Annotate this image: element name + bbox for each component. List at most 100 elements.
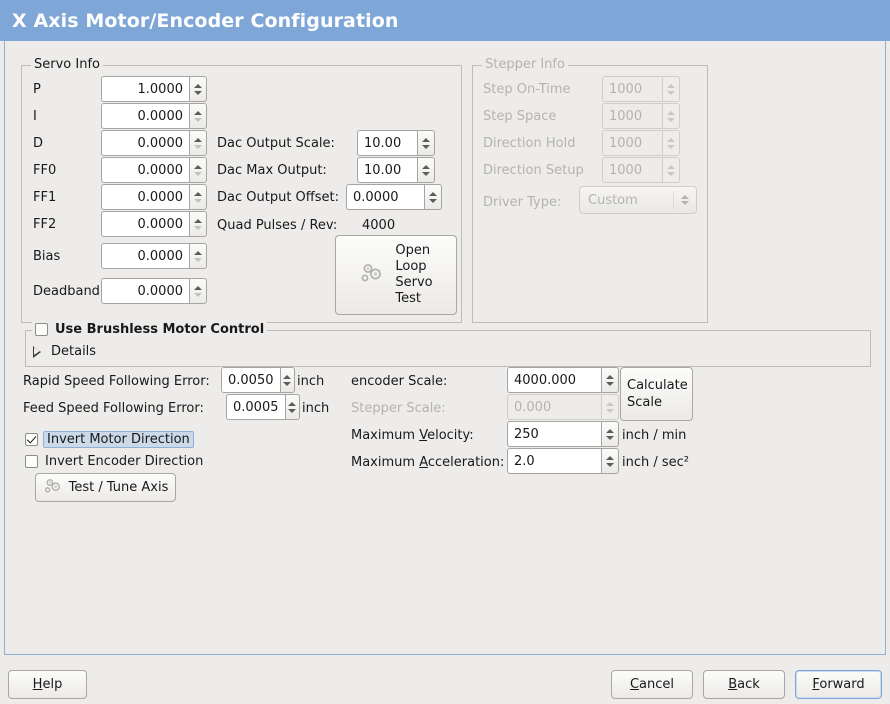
maximum-velocity-spin[interactable]: 250 [507,421,619,447]
back-button[interactable]: Back [703,670,785,699]
spin-buttons-deadband[interactable] [189,278,207,304]
checkbox-box-invert-motor[interactable] [25,433,38,446]
direction-setup-label: Direction Setup [483,163,584,178]
servo-spin-ff2[interactable]: 0.0000 [101,211,207,237]
invert-encoder-direction-checkbox[interactable]: Invert Encoder Direction [25,454,203,469]
spin-buttons-dac-offset[interactable] [424,184,442,210]
spin-buttons-feed-error[interactable] [284,394,300,420]
servo-value-ff0[interactable]: 0.0000 [101,157,189,183]
rapid-speed-following-error-value[interactable]: 0.0050 [221,367,280,393]
dac-output-offset-spin[interactable]: 0.0000 [346,184,442,210]
servo-label-ff2: FF2 [33,217,57,232]
servo-value-deadband[interactable]: 0.0000 [101,278,189,304]
direction-setup-spin: 1000 [602,157,680,183]
servo-value-p[interactable]: 1.0000 [101,76,189,102]
spin-buttons-bias[interactable] [189,243,207,269]
dac-output-scale-spin[interactable]: 10.00 [357,130,435,156]
open-loop-servo-test-label: Open Loop Servo Test [395,243,432,307]
dac-max-output-value[interactable]: 10.00 [357,157,417,183]
cancel-button[interactable]: Cancel [611,670,693,699]
stepper-info-group: Stepper Info [472,58,708,323]
open-loop-servo-test-button[interactable]: Open Loop Servo Test [335,235,457,315]
servo-spin-i[interactable]: 0.0000 [101,103,207,129]
servo-value-bias[interactable]: 0.0000 [101,243,189,269]
spin-buttons-d[interactable] [189,130,207,156]
maximum-velocity-label: Maximum Velocity: [351,428,474,443]
cancel-button-label: Cancel [629,677,675,692]
servo-value-i[interactable]: 0.0000 [101,103,189,129]
feed-error-unit: inch [302,401,330,416]
spin-buttons-dac-max[interactable] [417,157,435,183]
servo-spin-deadband[interactable]: 0.0000 [101,278,207,304]
servo-spin-d[interactable]: 0.0000 [101,130,207,156]
forward-button[interactable]: Forward [795,670,882,699]
use-brushless-motor-control-label: Use Brushless Motor Control [55,322,265,337]
step-on-time-spin: 1000 [602,76,680,102]
servo-value-ff1[interactable]: 0.0000 [101,184,189,210]
servo-spin-ff0[interactable]: 0.0000 [101,157,207,183]
test-tune-axis-button[interactable]: Test / Tune Axis [35,473,176,502]
maximum-acceleration-spin[interactable]: 2.0 [507,448,619,474]
invert-motor-direction-label: Invert Motor Direction [43,431,194,448]
direction-hold-label: Direction Hold [483,136,576,151]
maximum-velocity-value[interactable]: 250 [507,421,601,447]
servo-spin-ff1[interactable]: 0.0000 [101,184,207,210]
servo-spin-p[interactable]: 1.0000 [101,76,207,102]
feed-speed-following-error-value[interactable]: 0.0005 [226,394,285,420]
open-loop-line-4: Test [395,291,421,306]
spin-buttons-ff0[interactable] [189,157,207,183]
gears-icon-small [43,476,63,500]
encoder-scale-value[interactable]: 4000.000 [507,367,601,393]
dac-max-output-spin[interactable]: 10.00 [357,157,435,183]
dac-output-scale-value[interactable]: 10.00 [357,130,417,156]
servo-label-p: P [33,82,41,97]
spin-buttons-i[interactable] [189,103,207,129]
feed-speed-following-error-spin[interactable]: 0.0005 [226,394,300,420]
chevron-right-icon[interactable] [33,345,41,358]
content-frame: Servo Info P I D FF0 FF1 FF2 Bias Deadba… [4,41,886,655]
dac-output-offset-value[interactable]: 0.0000 [346,184,424,210]
driver-type-combo: Custom [579,186,697,214]
checkbox-box-brushless[interactable] [35,323,48,336]
invert-motor-direction-checkbox[interactable]: Invert Motor Direction [25,431,194,448]
quad-pulses-value: 4000 [362,218,396,233]
dac-output-scale-label: Dac Output Scale: [217,136,335,151]
checkbox-box-invert-encoder[interactable] [25,455,38,468]
stepper-info-legend: Stepper Info [482,58,568,72]
servo-value-d[interactable]: 0.0000 [101,130,189,156]
spin-buttons-ff2[interactable] [189,211,207,237]
rapid-speed-following-error-spin[interactable]: 0.0050 [221,367,295,393]
direction-hold-spin: 1000 [602,130,680,156]
quad-pulses-label: Quad Pulses / Rev: [217,218,338,233]
stepper-scale-value: 0.000 [507,394,601,420]
servo-label-ff0: FF0 [33,163,57,178]
servo-info-legend: Servo Info [31,58,103,72]
spin-buttons-dac-scale[interactable] [417,130,435,156]
invert-encoder-direction-label: Invert Encoder Direction [45,454,204,469]
step-on-time-label: Step On-Time [483,82,571,97]
maximum-acceleration-value[interactable]: 2.0 [507,448,601,474]
spin-buttons-encoder-scale[interactable] [601,367,619,393]
driver-type-label: Driver Type: [483,195,562,210]
test-tune-axis-label: Test / Tune Axis [68,480,169,495]
servo-value-ff2[interactable]: 0.0000 [101,211,189,237]
encoder-scale-spin[interactable]: 4000.000 [507,367,619,393]
servo-label-ff1: FF1 [33,190,57,205]
spin-buttons-rapid-error[interactable] [279,367,295,393]
combo-separator [673,191,674,209]
spin-buttons-ff1[interactable] [189,184,207,210]
details-expander[interactable]: Details [33,344,96,359]
spin-buttons-max-accel[interactable] [601,448,619,474]
calculate-scale-line-2: Scale [627,395,662,410]
calculate-scale-button[interactable]: Calculate Scale [620,367,693,421]
servo-spin-bias[interactable]: 0.0000 [101,243,207,269]
gears-icon [359,260,385,290]
help-button[interactable]: Help [8,670,87,699]
spin-buttons-p[interactable] [189,76,207,102]
spin-buttons-max-velocity[interactable] [601,421,619,447]
open-loop-line-3: Servo [395,275,433,290]
step-on-time-value: 1000 [602,76,662,102]
step-space-value: 1000 [602,103,662,129]
use-brushless-motor-control-checkbox[interactable]: Use Brushless Motor Control [32,322,268,337]
